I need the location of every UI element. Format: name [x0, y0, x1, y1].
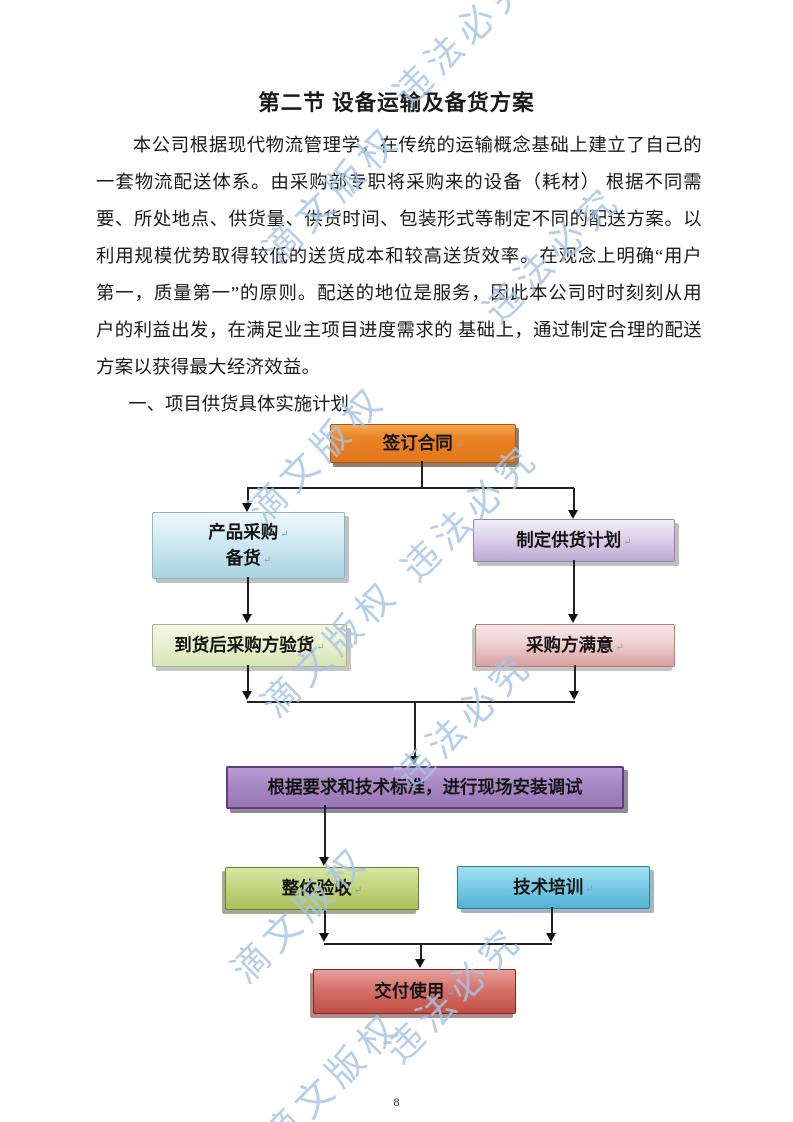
paragraph-mark: ↵: [623, 536, 632, 548]
paragraph-mark: ↵: [615, 641, 624, 653]
flow-box-label: 备货: [225, 547, 261, 568]
page-number: 8: [393, 1095, 400, 1109]
connector-line: [247, 487, 574, 489]
connector-line: [324, 943, 552, 945]
arrowhead-icon: [319, 857, 329, 866]
connector-line: [247, 701, 575, 703]
connector-line: [247, 665, 249, 692]
flow-box-supply-plan: 制定供货计划↵: [473, 519, 675, 562]
watermark-text: 违法必究: [378, 918, 532, 1072]
flow-box-label: 交付使用: [374, 980, 445, 1001]
flow-box-delivery: 交付使用↵: [313, 969, 516, 1014]
arrowhead-icon: [415, 959, 425, 968]
watermark-text: 违法必究: [388, 644, 542, 798]
connector-line: [551, 907, 553, 934]
flow-box-label: 采购方满意: [526, 634, 614, 655]
arrowhead-icon: [568, 510, 578, 519]
connector-line: [247, 488, 249, 504]
flow-box-label: 整体验收: [281, 877, 352, 898]
arrowhead-icon: [242, 614, 252, 623]
flow-box-installation: 根据要求和技术标准，进行现场安装调试: [226, 766, 624, 809]
watermark-text: 违法必究: [394, 436, 548, 590]
connector-line: [420, 943, 422, 960]
arrowhead-icon: [242, 503, 252, 512]
paragraph-mark: ↵: [280, 529, 289, 541]
connector-line: [324, 908, 326, 934]
connector-line: [573, 560, 575, 615]
paragraph-mark: ↵: [585, 883, 594, 895]
flow-box-satisfaction: 采购方满意↵: [475, 624, 675, 667]
paragraph-mark: ↵: [446, 987, 455, 999]
paragraph-mark: ↵: [353, 884, 363, 896]
arrowhead-icon: [546, 933, 556, 942]
flow-box-sign-contract: 签订合同↵: [330, 424, 516, 463]
connector-line: [573, 488, 575, 511]
flow-box-training: 技术培训↵: [457, 866, 650, 909]
body-paragraph: 本公司根据现代物流管理学，在传统的运输概念基础上建立了自己的一套物流配送体系。由…: [96, 135, 702, 377]
connector-line: [324, 805, 326, 858]
watermark-text: 滴文版权: [224, 838, 378, 992]
watermark-text: 滴文版权: [254, 572, 408, 726]
flow-box-label: 制定供货计划: [516, 529, 622, 550]
page-title: 第二节 设备运输及备货方案: [258, 91, 535, 115]
arrowhead-icon: [569, 691, 579, 700]
connector-line: [421, 461, 423, 488]
flow-box-label: 技术培训: [513, 876, 584, 897]
flow-box-label: 产品采购: [208, 522, 279, 543]
paragraph-mark: ↵: [262, 554, 272, 566]
flow-box-inspection: 到货后采购方验货↵: [152, 624, 347, 667]
arrowhead-icon: [409, 756, 419, 765]
arrowhead-icon: [242, 691, 252, 700]
list-heading: 一、项目供货具体实施计划: [128, 394, 349, 414]
flow-box-label: 根据要求和技术标准，进行现场安装调试: [267, 776, 583, 797]
connector-line: [247, 577, 249, 615]
arrowhead-icon: [568, 614, 578, 623]
arrowhead-icon: [319, 933, 329, 942]
flow-box-product-purchase: 产品采购↵ 备货↵: [152, 512, 345, 579]
connector-line: [574, 665, 576, 692]
flow-box-label: 到货后采购方验货: [174, 634, 315, 655]
paragraph-mark: ↵: [454, 439, 464, 451]
connector-line: [414, 701, 416, 757]
flow-box-label: 签订合同: [382, 432, 453, 453]
flow-box-acceptance: 整体验收↵: [225, 867, 419, 910]
paragraph-mark: ↵: [316, 641, 325, 653]
